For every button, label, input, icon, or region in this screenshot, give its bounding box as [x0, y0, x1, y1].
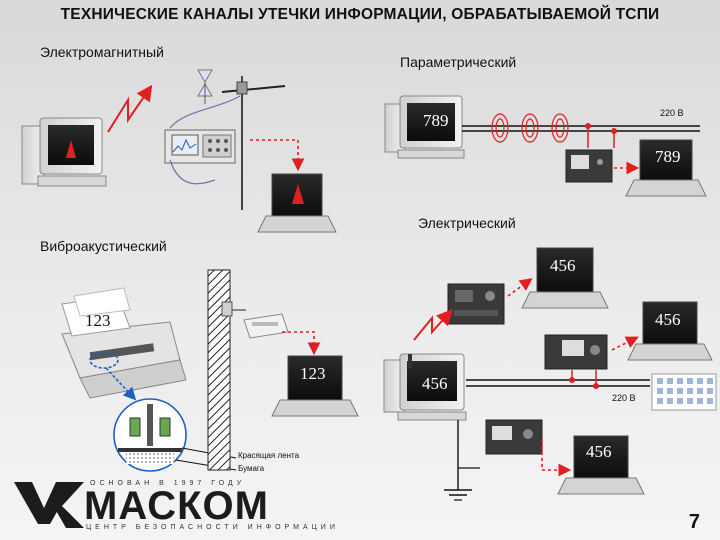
printer-paper-number: 123: [85, 311, 111, 330]
param-receiver-device: [565, 149, 613, 183]
param-desktop-pc: [384, 95, 465, 159]
voltage-label-top: 220 В: [660, 108, 684, 118]
em-radiation-signal: [107, 84, 153, 133]
param-laptop: [625, 139, 707, 197]
em-intercept-path: [250, 139, 305, 172]
logo-tagline-bottom: ЦЕНТР БЕЗОПАСНОСТИ ИНФОРМАЦИИ: [86, 524, 339, 531]
vibro-laptop-number: 123: [300, 364, 326, 383]
wall: [207, 269, 231, 471]
electric-top-number: 456: [550, 256, 576, 275]
em-desktop-pc: [21, 117, 107, 187]
electric-laptop-bottom: [557, 435, 645, 495]
logo-tagline-top: ОСНОВАН В 1997 ГОДУ: [90, 480, 246, 487]
electric-right-number: 456: [655, 310, 681, 329]
electric-receiver-2: [544, 334, 608, 370]
label-parametric: Параметрический: [400, 54, 517, 70]
ribbon-label: Красящая лента: [238, 451, 300, 460]
electric-laptop-right: [627, 301, 713, 361]
logo-name: МАСКОМ: [84, 484, 269, 528]
vibro-laptop: [271, 355, 359, 417]
print-head-detail: [113, 398, 187, 472]
param-laptop-number: 789: [655, 147, 681, 166]
building-icon: [651, 373, 717, 411]
electric-receiver-1: [447, 283, 505, 325]
electric-center-number: 456: [422, 374, 448, 393]
label-vibroacoustic: Виброакустический: [40, 238, 167, 254]
label-electric: Электрический: [418, 215, 516, 231]
voltage-label-bottom: 220 В: [612, 393, 636, 403]
param-monitor-number: 789: [423, 111, 449, 130]
spectrum-analyzer-icon: [164, 129, 236, 164]
maskom-logo-mark: [14, 482, 84, 528]
paper-label: Бумага: [238, 464, 265, 473]
electric-receiver-3: [485, 419, 543, 455]
print-head-highlight: [89, 351, 119, 369]
antenna-icon: [197, 69, 286, 210]
em-warning-triangle: [66, 140, 76, 158]
printer-icon: [61, 287, 187, 399]
electric-laptop-top: [521, 247, 609, 309]
label-electromagnetic: Электромагнитный: [40, 44, 164, 60]
electric-bottom-number: 456: [586, 442, 612, 461]
em-laptop: [257, 173, 337, 233]
electric-desktop-pc: [383, 353, 467, 421]
page-number: 7: [688, 511, 700, 533]
vibration-sensor-device: [243, 313, 289, 339]
slide-title: ТЕХНИЧЕСКИЕ КАНАЛЫ УТЕЧКИ ИНФОРМАЦИИ, ОБ…: [60, 6, 660, 23]
param-rf-coils: [491, 113, 569, 143]
electric-radio-signal: [413, 309, 453, 341]
